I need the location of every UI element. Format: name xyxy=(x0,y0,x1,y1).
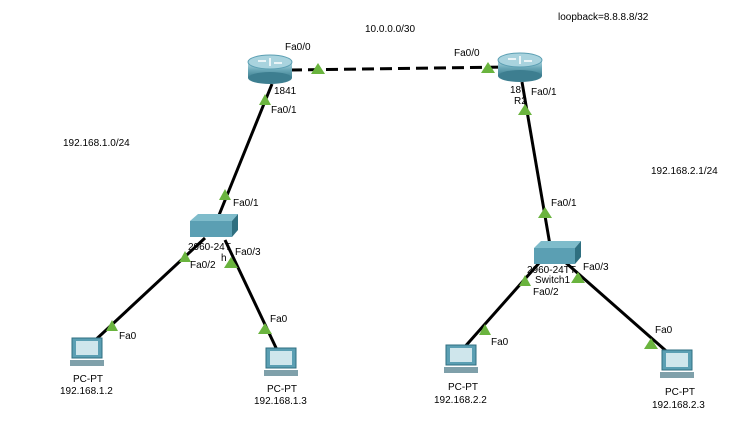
switch0-port-label: Fa0/1 xyxy=(233,198,259,209)
r2-port-label: Fa0/0 xyxy=(454,48,480,59)
link-r1-r2[interactable] xyxy=(289,65,506,72)
switch1-name-label: Switch1 xyxy=(535,275,570,286)
pc4-port-label: Fa0 xyxy=(655,325,673,336)
link-up-icon xyxy=(224,257,238,268)
switch0-port-label: Fa0/2 xyxy=(190,260,216,271)
link-switch1-pc4[interactable] xyxy=(564,260,674,359)
link-up-icon xyxy=(538,207,552,218)
r2-name-label: R2 xyxy=(514,96,527,107)
switch1-model-label: 2960-24TT xyxy=(527,265,576,276)
link-r1-switch0[interactable] xyxy=(213,83,274,226)
r1-model-label: 1841 xyxy=(274,86,297,97)
switch1-port-label: Fa0/3 xyxy=(583,262,609,273)
link-up-icon xyxy=(179,251,191,262)
pc3-ip-label: 192.168.2.2 xyxy=(434,395,487,406)
switch1-port-label: Fa0/1 xyxy=(551,198,577,209)
link-up-icon xyxy=(259,94,271,105)
pc1-port-label: Fa0 xyxy=(119,331,137,342)
r2-port-label: Fa0/1 xyxy=(531,87,557,98)
wan-network-label: 10.0.0.0/30 xyxy=(365,24,415,35)
link-up-icon xyxy=(479,324,491,335)
pc4-ip-label: 192.168.2.3 xyxy=(652,400,705,411)
pc-1[interactable] xyxy=(70,337,104,366)
pc2-model-label: PC-PT xyxy=(267,384,297,395)
link-up-icon xyxy=(571,272,585,283)
link-up-icon xyxy=(518,104,532,115)
r1-port-label: Fa0/1 xyxy=(271,105,297,116)
switch0-port-label: Fa0/3 xyxy=(235,247,261,258)
pc-2[interactable] xyxy=(264,347,298,376)
router-r2[interactable] xyxy=(497,52,543,82)
link-up-icon xyxy=(644,338,658,349)
link-switch1-pc3[interactable] xyxy=(460,261,542,351)
pc1-ip-label: 192.168.1.2 xyxy=(60,386,113,397)
lan1-network-label: 192.168.1.0/24 xyxy=(63,138,130,149)
pc4-model-label: PC-PT xyxy=(665,387,695,398)
r2-model-label: 18 xyxy=(510,85,522,96)
switch0-name-label: h xyxy=(221,253,227,264)
r1-port-label: Fa0/0 xyxy=(285,42,311,53)
switch-0[interactable] xyxy=(190,214,238,237)
link-up-icon xyxy=(481,62,495,73)
lan2-network-label: 192.168.2.1/24 xyxy=(651,166,718,177)
pc-3[interactable] xyxy=(444,344,478,373)
pc2-port-label: Fa0 xyxy=(270,314,288,325)
pc-4[interactable] xyxy=(660,349,694,378)
link-up-icon xyxy=(219,189,231,200)
link-up-icon xyxy=(258,323,272,334)
pc3-model-label: PC-PT xyxy=(448,382,478,393)
link-up-icon xyxy=(311,63,325,74)
router-r1[interactable] xyxy=(247,54,293,84)
switch-1[interactable] xyxy=(534,241,581,264)
pc2-ip-label: 192.168.1.3 xyxy=(254,396,307,407)
switch1-port-label: Fa0/2 xyxy=(533,287,559,298)
loopback-label: loopback=8.8.8.8/32 xyxy=(558,12,649,23)
link-up-icon xyxy=(519,275,531,286)
pc3-port-label: Fa0 xyxy=(491,337,509,348)
pc1-model-label: PC-PT xyxy=(73,374,103,385)
link-up-icon xyxy=(106,320,118,331)
switch0-model-label: 2960-24T xyxy=(188,242,231,253)
link-status-indicators xyxy=(106,62,658,349)
